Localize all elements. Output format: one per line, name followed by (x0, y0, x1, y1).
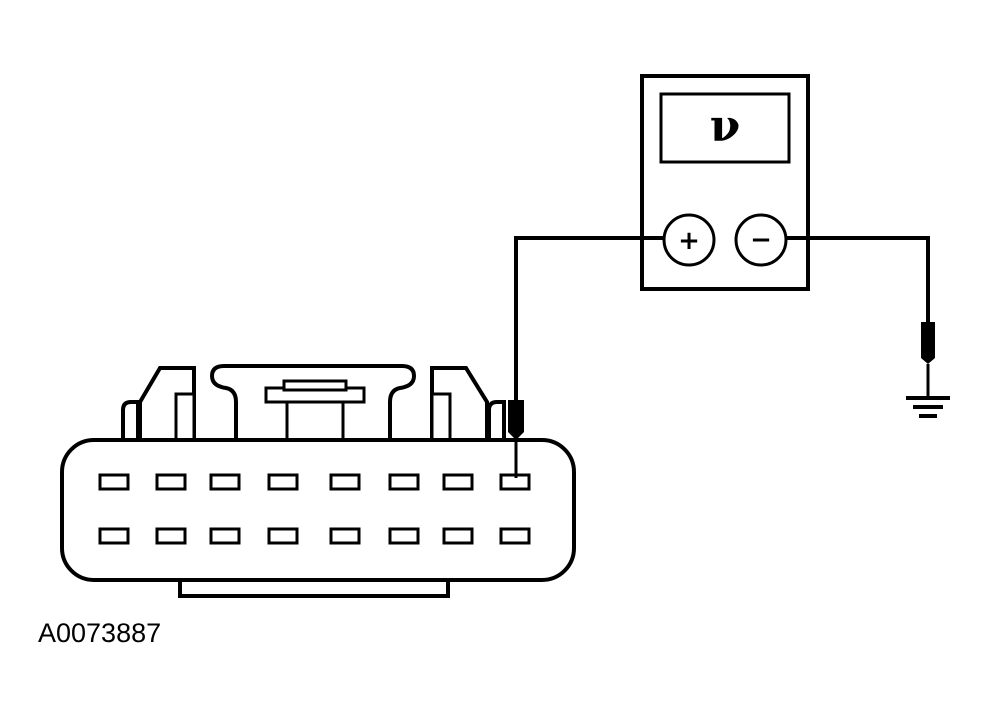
connector-pin-cavity (388, 527, 420, 545)
positive-probe (508, 400, 524, 478)
connector-pin-cavity (155, 527, 187, 545)
connector-pin-cavity (98, 473, 130, 491)
connector-pin-cavity (267, 527, 299, 545)
negative-terminal-label: − (750, 225, 772, 255)
connector-pin-cavity (209, 527, 241, 545)
voltmeter: ν + − (640, 74, 810, 291)
ground-symbol-icon (906, 396, 950, 418)
positive-terminal-label: + (678, 226, 700, 256)
negative-test-lead (786, 236, 930, 322)
connector (60, 364, 576, 598)
connector-pin-cavity (442, 473, 474, 491)
connector-pin-cavity (388, 473, 420, 491)
connector-left-post (121, 400, 140, 442)
positive-test-lead (514, 236, 664, 402)
voltmeter-display-symbol: ν (710, 101, 741, 152)
figure-id-label: A0073887 (38, 618, 162, 648)
connector-pins (98, 473, 531, 545)
ground-probe (921, 322, 935, 398)
voltmeter-display (659, 92, 791, 164)
connector-pin-cavity (499, 527, 531, 545)
connector-pin-cavity (442, 527, 474, 545)
connector-pin-cavity (329, 473, 361, 491)
connector-pin-cavity (329, 527, 361, 545)
connector-pin-cavity (155, 473, 187, 491)
connector-pin-cavity (267, 473, 299, 491)
connector-pin-cavity (98, 527, 130, 545)
connector-housing (60, 438, 576, 582)
connector-right-post (487, 400, 506, 442)
connector-pin-cavity (209, 473, 241, 491)
